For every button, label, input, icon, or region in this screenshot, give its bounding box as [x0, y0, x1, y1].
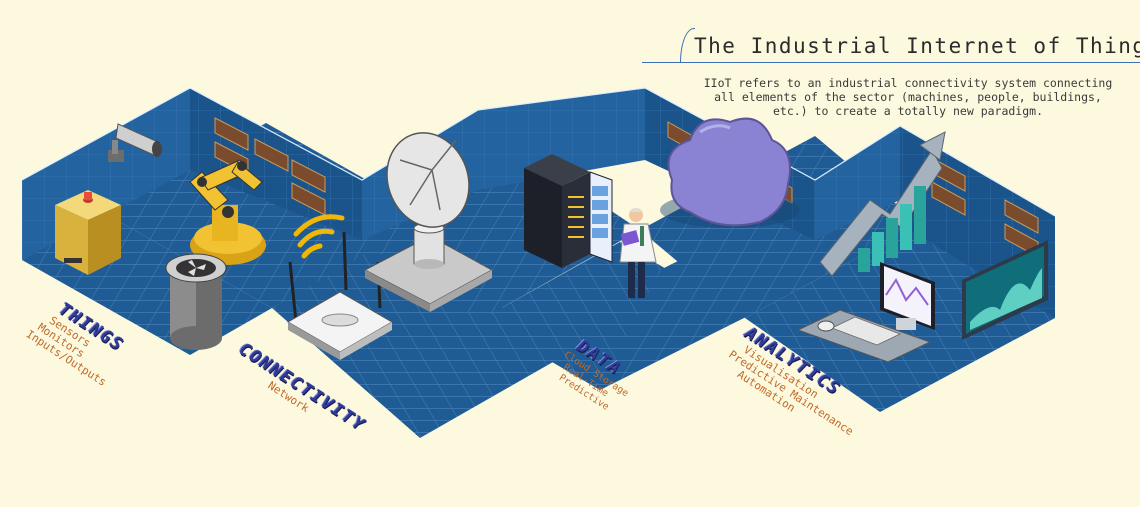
camera-icon [108, 123, 162, 162]
growth-chart-icon [819, 131, 946, 277]
engineer-icon [619, 208, 657, 298]
fan-cylinder-icon [165, 253, 227, 350]
cloud-icon [660, 117, 800, 228]
page-subtitle: IIoT refers to an industrial connectivit… [703, 76, 1113, 118]
satellite-dish-icon [363, 132, 494, 312]
title-underline [642, 62, 1140, 63]
monitor-icon [880, 262, 935, 330]
alarm-box-icon [55, 190, 121, 275]
page-title: The Industrial Internet of Things [694, 34, 1140, 58]
router-icon [286, 231, 394, 360]
server-rack-icon [524, 154, 613, 268]
wall-screen-icon [962, 240, 1048, 340]
mouse-icon [817, 320, 835, 332]
wifi-icon [293, 214, 345, 259]
